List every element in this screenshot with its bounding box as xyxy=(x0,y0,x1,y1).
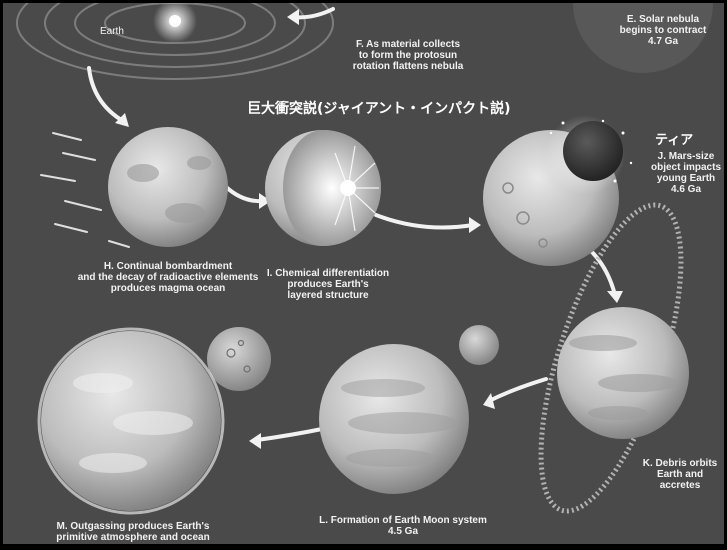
caption-f: F. As material collects to form the prot… xyxy=(333,39,483,72)
planet-h-magma-ocean xyxy=(108,127,228,247)
diagram-frame: Earth F. As material collects to form th… xyxy=(3,3,724,544)
caption-k: K. Debris orbits Earth and accretes xyxy=(637,458,723,491)
caption-h: H. Continual bombardment and the decay o… xyxy=(63,261,273,294)
planet-i-core xyxy=(340,180,356,196)
arrow-j-to-k xyxy=(591,251,615,295)
title-jp: 巨大衝突説(ジャイアント・インパクト説) xyxy=(247,98,511,118)
caption-i: I. Chemical differentiation produces Ear… xyxy=(253,268,403,301)
caption-j: J. Mars-size object impacts young Earth … xyxy=(648,151,724,195)
arrow-k-to-l xyxy=(489,379,546,401)
earth-label: Earth xyxy=(100,26,124,37)
theia-label: ティア xyxy=(655,129,693,148)
caption-m: M. Outgassing produces Earth's primitive… xyxy=(33,521,233,543)
moon-m xyxy=(207,327,271,391)
caption-l: L. Formation of Earth Moon system 4.5 Ga xyxy=(283,515,523,537)
moon-l xyxy=(459,325,499,365)
arrow-l-to-m xyxy=(257,428,327,440)
theia-impactor xyxy=(563,121,623,181)
caption-e: E. Solar nebula begins to contract 4.7 G… xyxy=(603,14,723,47)
protosun xyxy=(169,15,181,27)
arrow-i-to-j xyxy=(376,215,473,227)
